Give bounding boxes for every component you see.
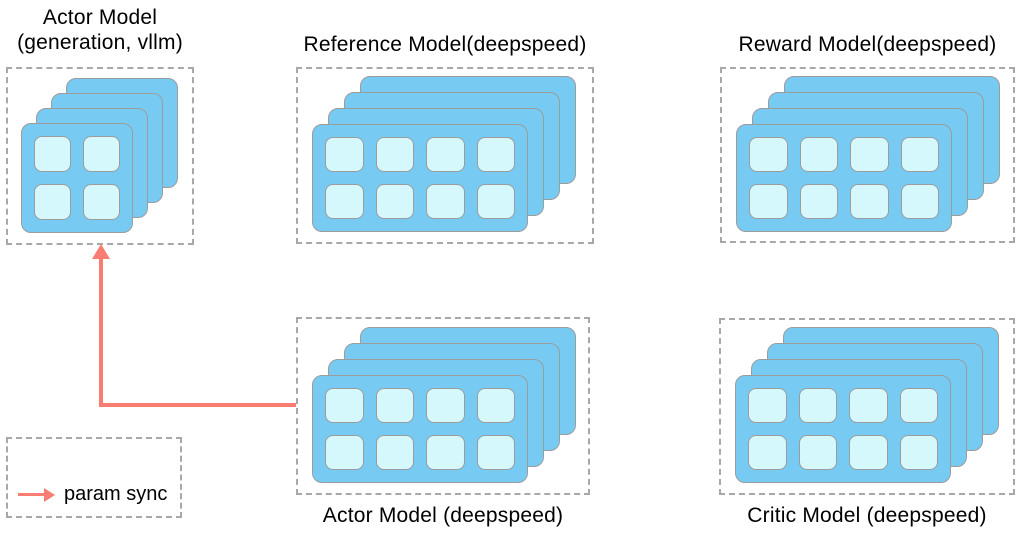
gpu-cell [476, 388, 515, 423]
param-sync-arrowhead-icon [92, 244, 110, 259]
reward-box [720, 67, 1015, 243]
gpu-cell [798, 435, 837, 470]
gpu-cell [849, 388, 888, 423]
gpu-cell [325, 184, 364, 219]
reward-gpu-stack [736, 76, 1000, 232]
legend-box: param sync [6, 437, 182, 518]
gpu-cell [899, 435, 938, 470]
gpu-cell [748, 388, 787, 423]
gpu-cell [476, 184, 515, 219]
gpu-cell [83, 136, 120, 172]
gpu-cell [375, 137, 414, 172]
gpu-cell [34, 184, 71, 220]
legend-row: param sync [18, 483, 167, 506]
gpu-cell [476, 137, 515, 172]
gpu-cell [798, 388, 837, 423]
gpu-cell [899, 388, 938, 423]
gpu-cell [426, 137, 465, 172]
gpu-cell [748, 435, 787, 470]
reference-box [296, 67, 594, 244]
gpu-card-front [312, 124, 528, 232]
gpu-cell [749, 184, 788, 219]
actor-deepspeed-title: Actor Model (deepspeed) [322, 504, 564, 527]
gpu-cell [900, 137, 939, 172]
gpu-cell [325, 388, 364, 423]
actor-vllm-title-line1: Actor Model [42, 6, 158, 29]
gpu-card-front [312, 375, 528, 483]
legend-label: param sync [64, 483, 168, 505]
gpu-cell [849, 435, 888, 470]
actor-vllm-title: Actor Model (generation, vllm) [0, 5, 200, 55]
actor-deepspeed-gpu-stack [312, 327, 576, 483]
gpu-card-front [736, 124, 952, 232]
actor-deepspeed-box [296, 317, 590, 495]
gpu-cell [325, 435, 364, 470]
gpu-cell [900, 184, 939, 219]
reference-gpu-stack [312, 76, 576, 232]
gpu-cell [749, 137, 788, 172]
reward-title: Reward Model(deepspeed) [738, 33, 997, 56]
gpu-cell [799, 137, 838, 172]
gpu-cell [34, 136, 71, 172]
critic-gpu-stack [735, 327, 999, 483]
gpu-cell [375, 184, 414, 219]
gpu-card-front [735, 375, 951, 483]
actor-vllm-box [6, 67, 194, 245]
critic-box [719, 318, 1015, 495]
gpu-cell [426, 388, 465, 423]
gpu-cell [375, 388, 414, 423]
gpu-cell [426, 435, 465, 470]
actor-vllm-title-line2: (generation, vllm) [17, 31, 183, 54]
gpu-cell [476, 435, 515, 470]
gpu-cell [850, 137, 889, 172]
gpu-cell [426, 184, 465, 219]
gpu-cell [850, 184, 889, 219]
gpu-cell [799, 184, 838, 219]
gpu-card-front [21, 123, 133, 233]
param-sync-arrow-vertical-segment [99, 255, 103, 407]
gpu-cell [325, 137, 364, 172]
critic-title: Critic Model (deepspeed) [747, 504, 987, 527]
param-sync-arrow-horizontal-segment [99, 403, 296, 407]
reference-title: Reference Model(deepspeed) [303, 33, 587, 56]
actor-vllm-gpu-stack [21, 78, 178, 233]
gpu-cell [83, 184, 120, 220]
legend-arrow-line [18, 493, 44, 496]
gpu-cell [375, 435, 414, 470]
legend-arrow-icon [44, 487, 55, 502]
